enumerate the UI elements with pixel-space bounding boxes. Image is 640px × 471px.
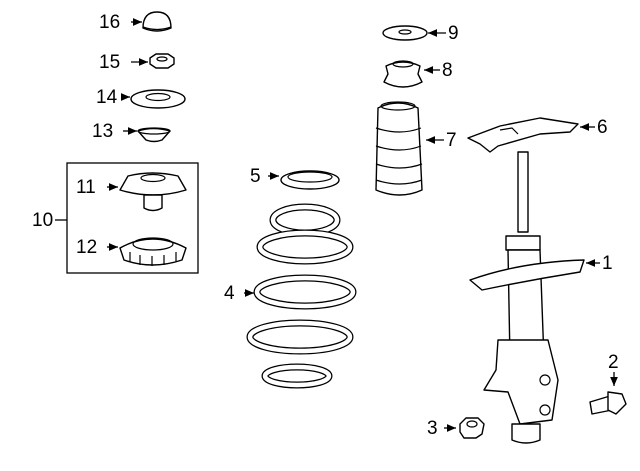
part-3-nut	[459, 417, 485, 439]
callout-12: 12	[76, 237, 98, 258]
callout-15: 15	[99, 52, 121, 73]
part-2-bolt	[589, 391, 627, 415]
callout-9: 9	[448, 23, 459, 44]
part-9-washer	[382, 25, 428, 41]
callout-1: 1	[602, 253, 613, 274]
callout-16: 16	[99, 12, 121, 33]
callout-11: 11	[76, 177, 96, 198]
kit-10-box	[66, 162, 199, 274]
callout-3: 3	[427, 418, 438, 439]
part-8-bump-stop	[383, 60, 423, 88]
part-6-bracket	[467, 117, 579, 153]
part-11-upper-mount	[119, 172, 187, 212]
callout-4: 4	[224, 283, 235, 304]
callout-8: 8	[442, 60, 453, 81]
callout-5: 5	[250, 166, 261, 187]
part-16-cap	[142, 11, 172, 32]
part-7-dust-boot	[375, 101, 423, 196]
callout-6: 6	[597, 117, 608, 138]
callout-10: 10	[32, 210, 54, 231]
part-4-coil-spring	[246, 203, 357, 389]
part-13-retainer	[137, 127, 171, 143]
callout-14: 14	[96, 87, 118, 108]
part-1-strut-assembly	[469, 151, 585, 444]
callout-7: 7	[446, 130, 457, 151]
callout-2: 2	[608, 352, 619, 373]
callout-13: 13	[92, 121, 114, 142]
part-5-spring-insulator	[280, 170, 340, 190]
part-15-nut	[149, 53, 175, 69]
part-12-strut-mount	[119, 237, 187, 266]
part-14-washer	[130, 89, 186, 109]
